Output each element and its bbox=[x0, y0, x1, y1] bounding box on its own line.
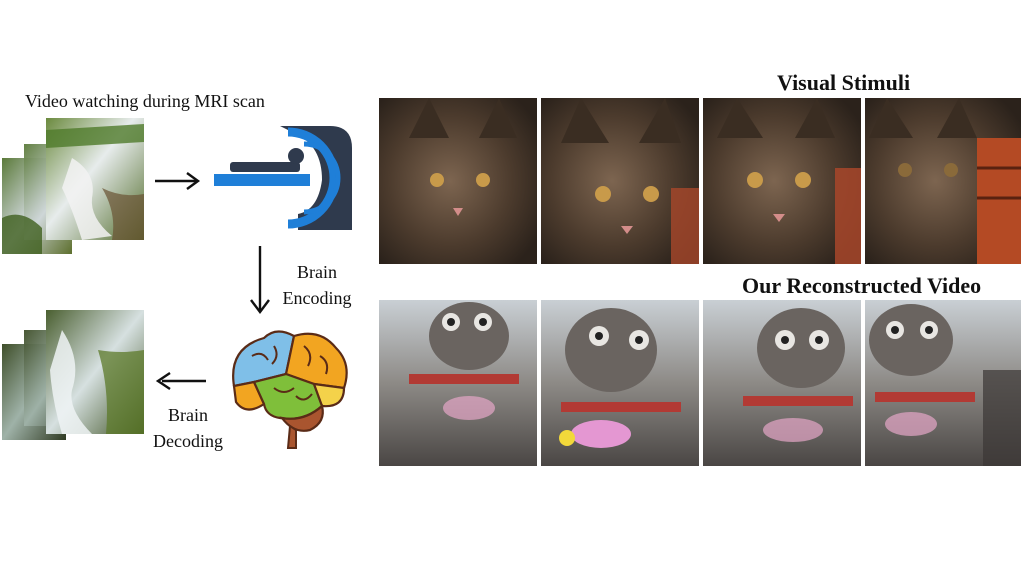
brain-decoding-line2: Decoding bbox=[153, 431, 223, 451]
brain-icon bbox=[224, 326, 354, 450]
brain-decoding-label: Brain Decoding bbox=[145, 402, 231, 454]
decoded-video-frames bbox=[2, 310, 144, 440]
reconstructed-frames bbox=[379, 300, 1021, 466]
brain-encoding-label: Brain Encoding bbox=[275, 259, 359, 311]
stimulus-frame-2 bbox=[541, 98, 699, 264]
stimulus-frame-3 bbox=[703, 98, 861, 264]
input-video-frames bbox=[2, 118, 144, 254]
reconstructed-frame-4 bbox=[865, 300, 1021, 466]
visual-stimuli-frames bbox=[379, 98, 1021, 264]
brain-encoding-line1: Brain bbox=[297, 262, 337, 282]
reconstructed-frame-3 bbox=[703, 300, 861, 466]
visual-stimuli-title: Visual Stimuli bbox=[777, 70, 911, 95]
brain-decoding-line1: Brain bbox=[168, 405, 208, 425]
video-watching-caption: Video watching during MRI scan bbox=[25, 91, 265, 111]
mri-scanner-icon bbox=[210, 122, 360, 234]
reconstructed-video-title: Our Reconstructed Video bbox=[742, 273, 982, 298]
stimulus-frame-1 bbox=[379, 98, 537, 264]
reconstructed-frame-2 bbox=[541, 300, 699, 466]
brain-encoding-line2: Encoding bbox=[282, 288, 352, 308]
arrow-to-output bbox=[154, 371, 208, 391]
arrow-to-mri bbox=[153, 170, 201, 192]
reconstructed-frame-1 bbox=[379, 300, 537, 466]
arrow-down bbox=[247, 244, 273, 316]
stimulus-frame-4 bbox=[865, 98, 1021, 264]
